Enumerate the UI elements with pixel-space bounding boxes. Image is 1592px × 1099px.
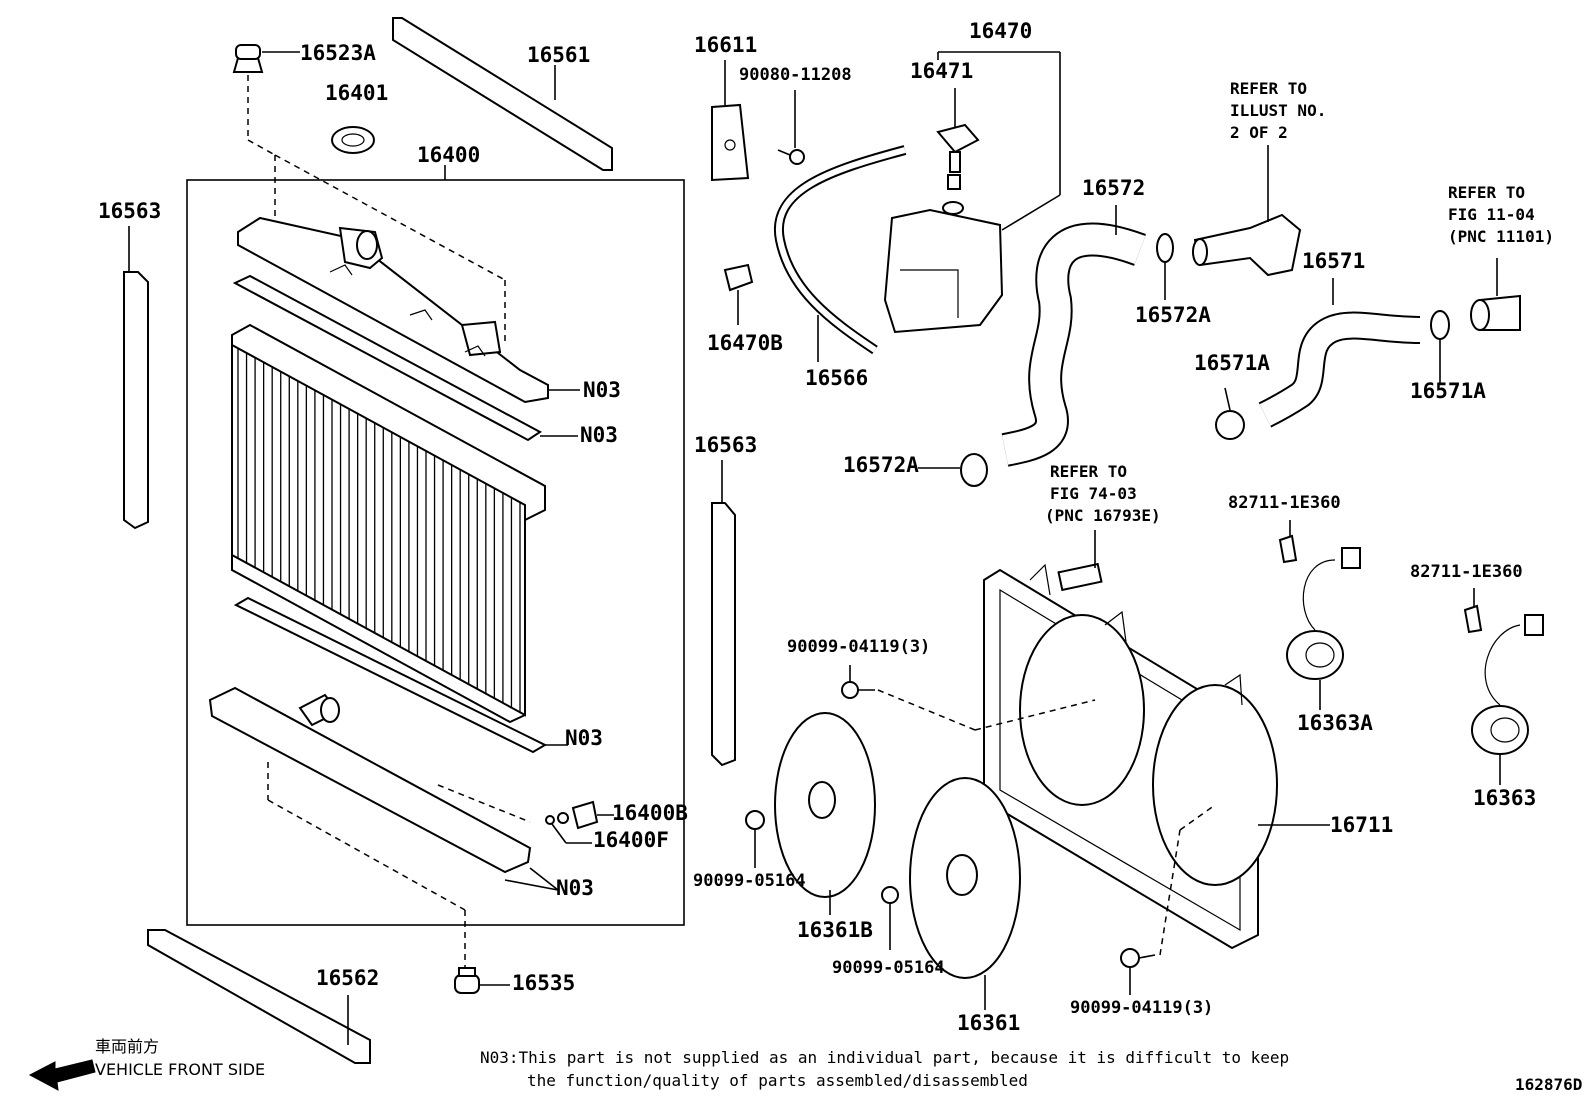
upper-hose-16572[interactable]	[1001, 222, 1146, 467]
water-inlet-housing	[1192, 213, 1302, 277]
fan-motor-16363A[interactable]	[1278, 534, 1361, 680]
fan-16361B[interactable]	[774, 712, 876, 898]
side-seal-16563-left[interactable]	[123, 271, 149, 530]
label-16571A-right: 16571A	[1410, 379, 1486, 403]
label-16563-left: 16563	[98, 199, 161, 223]
bolt-90080-11208[interactable]	[777, 149, 805, 165]
lower-seal-16562[interactable]	[147, 929, 371, 1064]
label-16523A: 16523A	[300, 41, 376, 65]
label-16561: 16561	[527, 43, 590, 67]
label-16400F: 16400F	[593, 828, 669, 852]
reservoir-hose-16566[interactable]	[773, 145, 907, 355]
vehicle-front-label-en: VEHICLE FRONT SIDE	[95, 1060, 265, 1079]
bolt-90099-04119-bottom[interactable]	[1120, 948, 1156, 968]
seal-strip-16561[interactable]	[392, 17, 613, 171]
hose-clamp-16571A-right[interactable]	[1430, 310, 1450, 340]
engine-outlet-pipe	[1470, 294, 1521, 331]
label-90099-05164-mid: 90099-05164	[832, 958, 945, 978]
label-16470B: 16470B	[707, 331, 783, 355]
bolt-90099-04119-top[interactable]	[841, 681, 875, 699]
radiator-gasket-16401[interactable]	[331, 126, 375, 154]
label-16400B: 16400B	[612, 801, 688, 825]
label-16562: 16562	[316, 966, 379, 990]
ref-illust-line2: ILLUST NO.	[1230, 101, 1326, 120]
figure-code: 162876D	[1515, 1075, 1582, 1094]
ref-fig1104-line3: (PNC 11101)	[1448, 227, 1554, 246]
label-16611: 16611	[694, 33, 757, 57]
ref-fig7403-line1: REFER TO	[1050, 462, 1127, 481]
vehicle-front-arrow-icon	[28, 1059, 96, 1091]
label-16535: 16535	[512, 971, 575, 995]
label-16363: 16363	[1473, 786, 1536, 810]
fan-shroud-16711[interactable]	[983, 563, 1278, 950]
label-90099-04119-top: 90099-04119(3)	[787, 637, 930, 657]
label-16566: 16566	[805, 366, 868, 390]
ref-fig7403-line2: FIG 74-03	[1050, 484, 1137, 503]
fan-16361[interactable]	[909, 777, 1021, 979]
radiator-lower-tank	[208, 686, 532, 874]
radiator-assembly-box	[186, 179, 685, 926]
note-n03-line2: the function/quality of parts assembled/…	[527, 1071, 1028, 1090]
reservoir-cap-16471[interactable]	[936, 123, 980, 190]
drain-cock-plug-16400F[interactable]	[545, 815, 555, 825]
label-n03-1: N03	[583, 378, 621, 402]
drain-cock-16400B[interactable]	[557, 800, 599, 830]
nut-90099-05164-left[interactable]	[745, 810, 765, 830]
ref-fig7403-line3: (PNC 16793E)	[1045, 506, 1161, 525]
hose-clip-16470B[interactable]	[723, 263, 754, 292]
label-n03-3: N03	[565, 726, 603, 750]
label-16571A-left: 16571A	[1194, 351, 1270, 375]
label-16363A: 16363A	[1297, 711, 1373, 735]
fan-motor-16363[interactable]	[1463, 604, 1544, 755]
side-seal-16563-mid[interactable]	[711, 502, 736, 767]
ref-fig1104-line1: REFER TO	[1448, 183, 1525, 202]
label-16470: 16470	[969, 19, 1032, 43]
label-16571: 16571	[1302, 249, 1365, 273]
ref-fig1104-line2: FIG 11-04	[1448, 205, 1535, 224]
label-90099-04119-bottom: 90099-04119(3)	[1070, 998, 1213, 1018]
label-16563-mid: 16563	[694, 433, 757, 457]
label-90080-11208: 90080-11208	[739, 65, 852, 85]
label-n03-2: N03	[580, 423, 618, 447]
label-16471: 16471	[910, 59, 973, 83]
nut-90099-05164-mid[interactable]	[881, 886, 899, 904]
radiator-upper-gasket	[232, 274, 542, 442]
hose-clamp-16572A-top[interactable]	[1156, 233, 1174, 263]
label-16400: 16400	[417, 143, 480, 167]
label-16572A-bottom: 16572A	[843, 453, 919, 477]
label-16572: 16572	[1082, 176, 1145, 200]
label-90099-05164-left: 90099-05164	[693, 871, 806, 891]
label-82711-1E360-a: 82711-1E360	[1228, 493, 1341, 513]
hose-clamp-16571A-left[interactable]	[1215, 410, 1245, 440]
label-82711-1E360-b: 82711-1E360	[1410, 562, 1523, 582]
note-n03-line1: N03:This part is not supplied as an indi…	[480, 1048, 1289, 1067]
reservoir-bracket-16611[interactable]	[711, 103, 750, 182]
label-16361B: 16361B	[797, 918, 873, 942]
drain-plug-16535[interactable]	[454, 967, 480, 994]
label-16401: 16401	[325, 81, 388, 105]
label-16572A-top: 16572A	[1135, 303, 1211, 327]
ref-illust-line1: REFER TO	[1230, 79, 1307, 98]
label-16711: 16711	[1330, 813, 1393, 837]
vehicle-front-label-jp: 車両前方	[95, 1037, 159, 1056]
hose-clamp-16572A-bottom[interactable]	[960, 453, 988, 487]
label-16361: 16361	[957, 1011, 1020, 1035]
radiator-cap-16523A[interactable]	[232, 44, 264, 73]
label-plate	[1057, 562, 1103, 592]
label-n03-4: N03	[556, 876, 594, 900]
reservoir-tank-16470[interactable]	[883, 201, 1004, 334]
radiator-core-fins	[237, 348, 521, 713]
ref-illust-line3: 2 OF 2	[1230, 123, 1288, 142]
radiator-upper-tank	[237, 216, 549, 404]
